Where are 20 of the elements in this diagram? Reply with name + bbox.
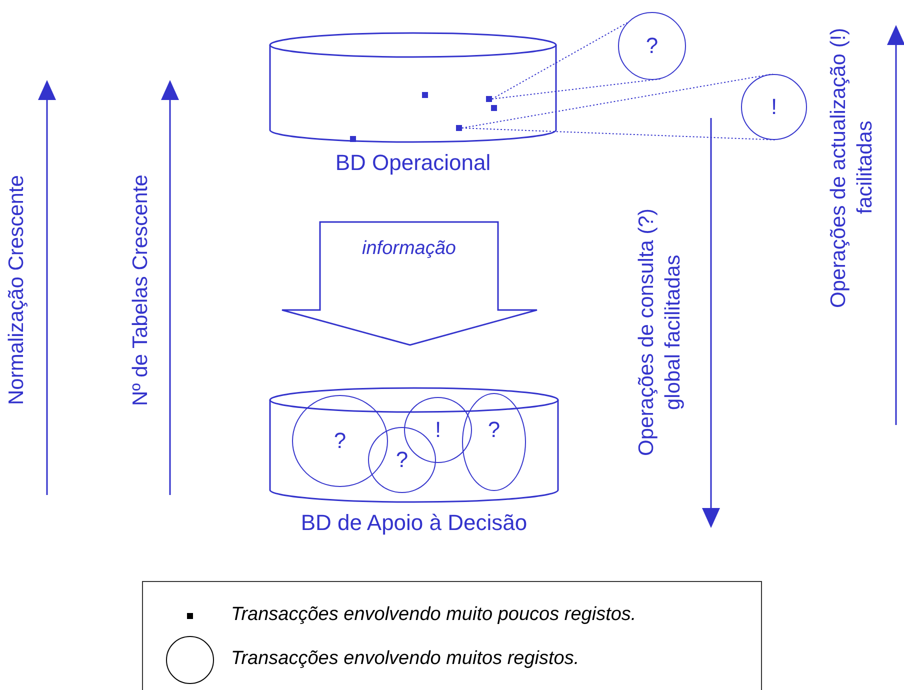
axis-caption: Operações de actualização (!) facilitadas <box>826 26 878 310</box>
axis-caption: Operações de consulta (?) global facilitadas <box>634 208 686 458</box>
transaction-ellipse: ? <box>462 393 526 491</box>
record-marker <box>486 96 492 102</box>
magnified-transaction-circle: ! <box>741 74 807 140</box>
record-marker <box>491 105 497 111</box>
arrow-label: informação <box>361 238 457 260</box>
legend-text: Transacções envolvendo muitos registos. <box>231 648 580 670</box>
database-label: BD Operacional <box>334 150 492 176</box>
magnified-transaction-circle: ? <box>618 12 686 80</box>
axis-caption: Normalização Crescente <box>4 174 29 407</box>
record-marker <box>422 92 428 98</box>
axis-caption: Nº de Tabelas Crescente <box>128 173 153 408</box>
record-marker <box>350 136 356 142</box>
transaction-ellipse: ? <box>368 427 436 493</box>
database-label: BD de Apoio à Decisão <box>300 510 528 536</box>
legend-text: Transacções envolvendo muito poucos registos. <box>231 604 636 626</box>
transaction-ellipse: ? <box>292 395 388 487</box>
leader-line <box>462 74 777 140</box>
record-marker <box>456 125 462 131</box>
